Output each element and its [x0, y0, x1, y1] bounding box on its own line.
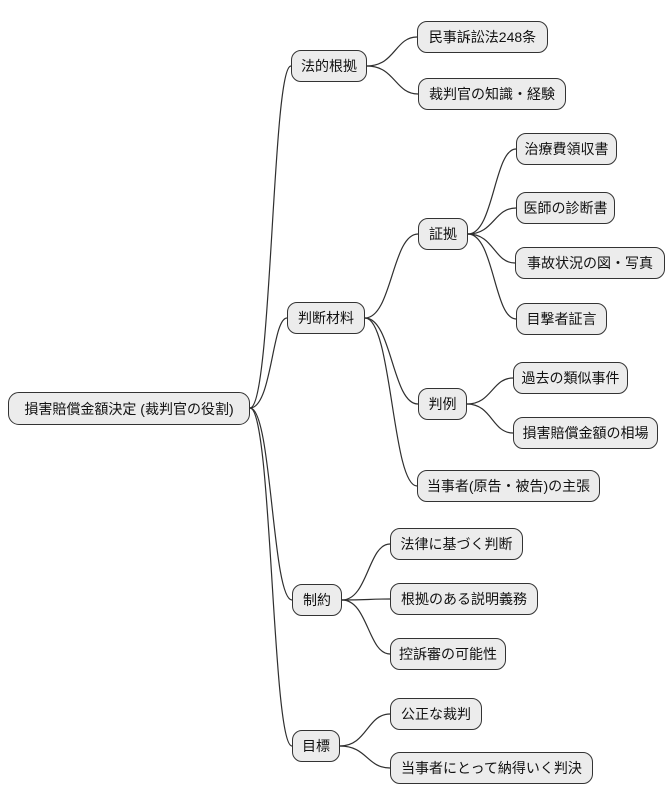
edge-root-to-constraints	[249, 407, 293, 601]
edge-legal-basis-to-judge-knowledge	[366, 65, 419, 95]
edge-constraints-to-explanation-duty	[341, 598, 391, 601]
edge-materials-to-precedents	[364, 317, 419, 405]
edge-evidence-to-doctor-diagnosis	[467, 207, 517, 235]
edge-root-to-judgment-materials	[249, 317, 288, 409]
node-evidence: 証拠	[418, 218, 468, 250]
node-satisfactory-verdict: 当事者にとって納得いく判決	[390, 752, 593, 784]
node-law-based-judgment: 法律に基づく判断	[390, 528, 523, 560]
edge-evidence-to-witness-testimony	[467, 233, 517, 320]
edge-root-to-goals	[249, 407, 293, 747]
edge-constraints-to-law-based	[341, 543, 391, 601]
edge-legal-basis-to-civil-procedure	[366, 36, 418, 67]
edge-evidence-to-medical-receipts	[467, 148, 517, 235]
node-root-damages-decision: 損害賠償金額決定 (裁判官の役割)	[8, 392, 250, 425]
node-similar-cases: 過去の類似事件	[513, 362, 628, 394]
node-medical-receipts: 治療費領収書	[516, 133, 617, 165]
node-precedents: 判例	[418, 388, 467, 420]
node-parties-claims: 当事者(原告・被告)の主張	[417, 470, 600, 502]
node-market-rate: 損害賠償金額の相場	[513, 417, 658, 449]
node-appeal-possibility: 控訴審の可能性	[390, 638, 506, 670]
edge-goals-to-fair-trial	[339, 713, 391, 747]
node-judge-knowledge: 裁判官の知識・経験	[418, 78, 566, 110]
node-constraints: 制約	[292, 584, 342, 616]
edge-materials-to-parties-claims	[364, 317, 418, 487]
node-accident-diagrams: 事故状況の図・写真	[515, 247, 665, 279]
node-witness-testimony: 目撃者証言	[516, 303, 607, 335]
edge-evidence-to-accident-diagrams	[467, 233, 516, 264]
node-explanation-duty: 根拠のある説明義務	[390, 583, 538, 615]
edge-materials-to-evidence	[364, 233, 419, 319]
edge-goals-to-satisfactory-verdict	[339, 745, 391, 769]
edge-precedents-to-similar-cases	[466, 377, 514, 405]
node-judgment-materials: 判断材料	[287, 302, 365, 334]
edge-precedents-to-market-rate	[466, 403, 514, 434]
edge-root-to-legal-basis	[249, 65, 292, 409]
node-fair-trial: 公正な裁判	[390, 698, 482, 730]
edge-constraints-to-appeal	[341, 599, 391, 655]
node-doctor-diagnosis: 医師の診断書	[516, 192, 615, 224]
node-legal-basis: 法的根拠	[291, 50, 367, 82]
node-goals: 目標	[292, 730, 340, 762]
node-civil-procedure-248: 民事訴訟法248条	[417, 21, 548, 53]
